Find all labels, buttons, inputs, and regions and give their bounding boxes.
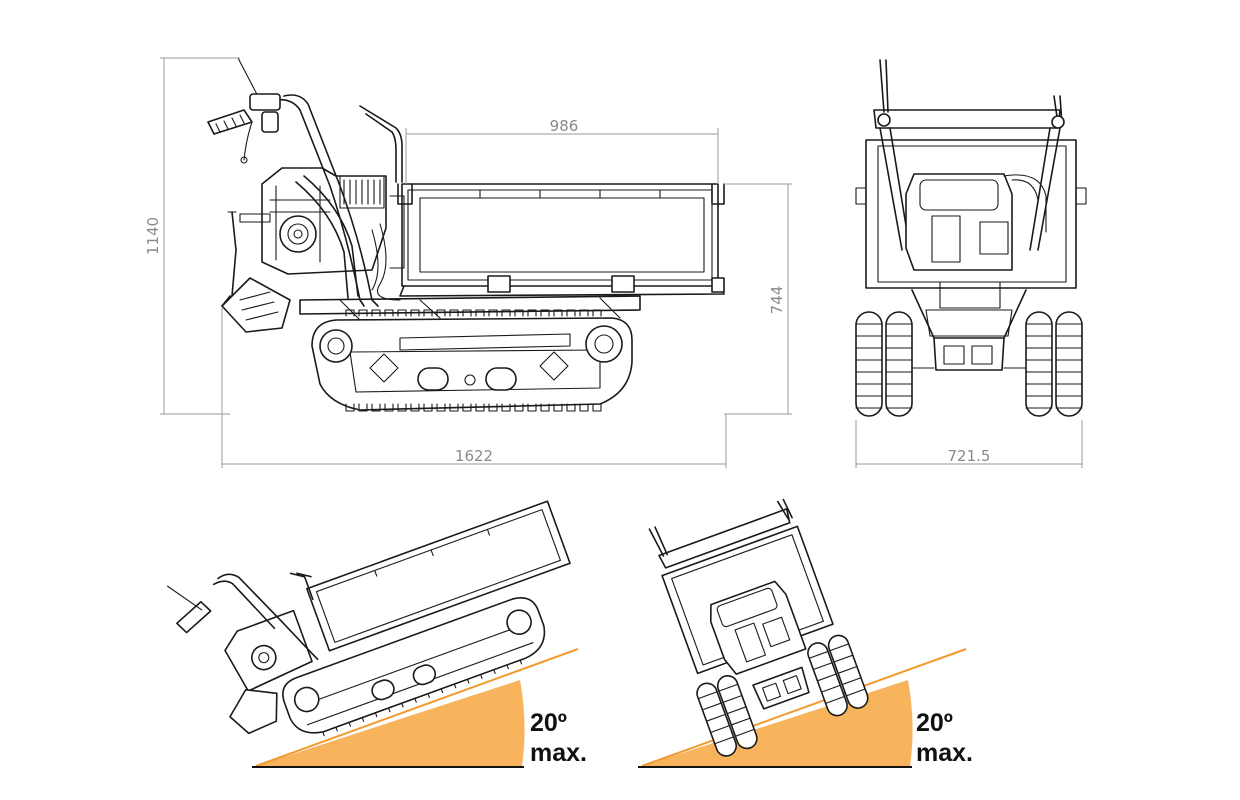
side-dump-box (397, 183, 725, 297)
front-left-tracks (855, 311, 913, 417)
side-tilted-machine (167, 500, 571, 737)
side-handlebar (207, 57, 379, 307)
front-view (855, 59, 1087, 417)
front-engine (905, 173, 1047, 337)
dimension-lines (160, 57, 1083, 468)
side-slope-max: max. (530, 739, 587, 767)
side-engine (227, 167, 387, 297)
dim-length-1622: 1622 (455, 447, 493, 465)
dim-height-1140: 1140 (144, 217, 162, 255)
front-slope-angle: 20º (916, 709, 953, 737)
dim-height-744: 744 (768, 286, 786, 315)
front-tilted-machine (648, 498, 869, 757)
front-right-tracks (1025, 311, 1083, 417)
slope-front (638, 498, 967, 768)
side-slope-angle: 20º (530, 709, 567, 737)
dim-length-986: 986 (550, 117, 579, 135)
side-track (311, 309, 633, 412)
slope-side-wedge (256, 680, 525, 766)
side-view (207, 57, 725, 412)
slope-side (167, 500, 579, 768)
front-slope-max: max. (916, 739, 973, 767)
dim-width-721: 721.5 (948, 447, 991, 465)
